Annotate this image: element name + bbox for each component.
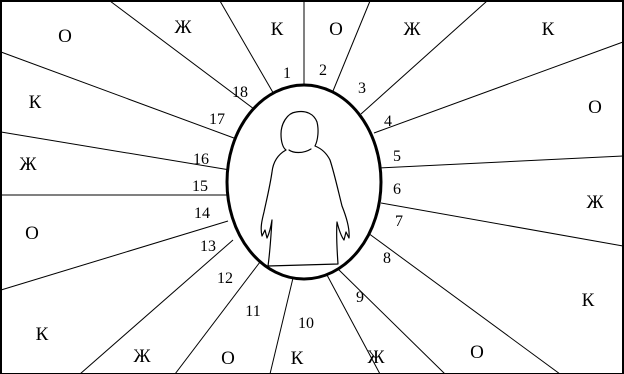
sector-letter-18: Ж [174,17,192,38]
sector-divider-line [80,240,233,374]
sector-letter-16: К [29,92,42,113]
sector-letter-13: К [36,324,49,345]
sector-letter-3: Ж [403,19,421,40]
sector-divider-line [333,1,370,91]
sector-number-15: 15 [192,178,208,195]
sector-number-12: 12 [217,270,233,287]
sector-letter-12: Ж [133,346,151,367]
sector-number-1: 1 [283,65,291,82]
sector-divider-line [379,156,623,168]
sector-number-14: 14 [194,205,210,222]
sector-letter-2: О [329,19,343,40]
sector-letter-5: О [588,97,602,118]
sector-letter-7: К [582,290,595,311]
sector-number-10: 10 [298,315,314,332]
sector-letter-11: О [221,348,235,369]
sector-number-17: 17 [209,111,225,128]
sector-divider-line [374,42,623,133]
sector-number-3: 3 [358,80,366,97]
sector-number-4: 4 [384,113,392,130]
sector-divider-line [368,233,560,374]
sector-number-13: 13 [200,238,216,255]
sector-letter-17: О [58,26,72,47]
sector-letter-10: К [291,348,304,369]
sector-number-8: 8 [383,250,391,267]
sector-letter-9: Ж [367,347,385,368]
sector-divider-line [361,1,487,114]
sector-letter-8: О [470,342,484,363]
sector-letter-1: К [271,19,284,40]
sector-number-11: 11 [245,303,260,320]
sector-number-7: 7 [395,213,403,230]
sector-letter-6: Ж [586,192,604,213]
sector-number-9: 9 [356,289,364,306]
sector-divider-line [338,269,445,374]
sector-divider-line [220,1,275,96]
sector-divider-line [270,278,293,374]
sector-number-18: 18 [232,84,248,101]
center-oval [227,85,381,279]
sector-letter-14: О [25,223,39,244]
sector-number-16: 16 [193,151,209,168]
sector-number-2: 2 [319,62,327,79]
sector-letter-15: Ж [19,154,37,175]
sector-number-6: 6 [393,181,401,198]
sector-letter-4: К [542,19,555,40]
sector-number-5: 5 [393,148,401,165]
